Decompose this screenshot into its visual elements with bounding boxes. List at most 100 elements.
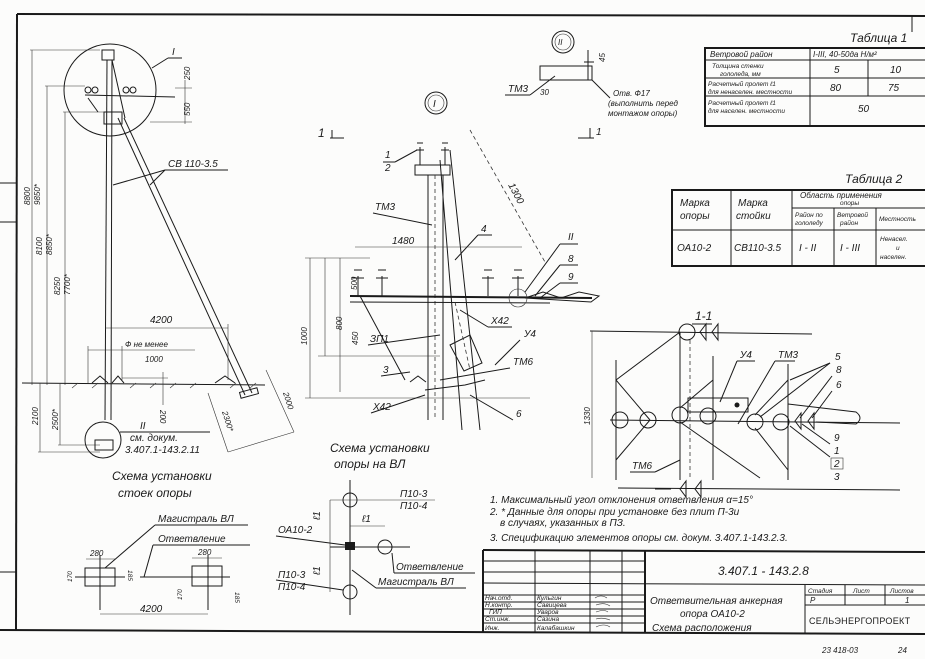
dim-500: 500 [350, 276, 359, 290]
item-3: 3 [383, 365, 389, 376]
sheet-frame [0, 13, 925, 635]
pole-elevation-view: I 250 550 СВ 110-3.5 8800 9850* 8100 885… [21, 43, 295, 500]
foundation-plan-view: Магистраль ВЛ Ответвление 280 280 170 18… [67, 514, 250, 615]
t2-area-value-3: населен. [880, 254, 907, 261]
caption-post-installation-2: стоек опоры [118, 486, 192, 500]
span-l1-top: ℓ1 [312, 511, 323, 521]
note-1: 1. Максимальный угол отклонения ответвле… [490, 495, 753, 506]
tm6: ТМ6 [513, 357, 534, 368]
scheme-main-line-label: Магистраль ВЛ [378, 577, 454, 588]
section-item-2: 2 [833, 459, 840, 470]
dim-1000: 1000 [300, 327, 309, 345]
item-2: 2 [384, 163, 391, 174]
callout-I: I [172, 47, 175, 58]
page-number: 24 [897, 646, 907, 655]
general-notes: 1. Максимальный угол отклонения ответвле… [489, 495, 788, 544]
post-label: СВ 110-3.5 [168, 159, 218, 170]
dim-2100: 2100 [31, 407, 40, 426]
dim-8100: 8100 [35, 237, 44, 255]
item-8: 8 [568, 254, 574, 265]
bottom-span-type-2: П10-4 [278, 582, 306, 593]
t1-span-inhabited-2: для населен. местности [708, 107, 785, 115]
dim-170-right: 170 [177, 589, 184, 600]
hole-note: Отв. Ф17 [613, 89, 650, 98]
x42-top: Х42 [490, 316, 509, 327]
dim-7700: 7700* [63, 273, 72, 295]
t2-ice-header-1: Район по [795, 211, 823, 219]
document-code: 3.407.1 - 143.2.8 [718, 564, 809, 578]
detail-II-view: II ТМ3 30 45 Отв. Ф17 (выполнить перед м… [505, 30, 679, 139]
t1-span-50: 50 [858, 104, 870, 115]
role-2: Н.контр. [485, 602, 513, 609]
dim-550: 550 [183, 102, 192, 116]
t1-ice-label-2: гололеда, мм [720, 70, 761, 78]
detail-I-tm3: ТМ3 [375, 202, 396, 213]
table-1-title: Таблица 1 [850, 31, 907, 45]
u4: У4 [523, 329, 536, 340]
t1-ice-label-1: Толщина стенки [712, 63, 764, 70]
t2-wind-header-2: район [839, 219, 858, 227]
dim-45: 45 [598, 53, 607, 62]
stage-value: Р [810, 596, 816, 605]
table-1: Таблица 1 Ветровой район I-III, 40-50да … [704, 31, 925, 127]
top-span-type-1: П10-3 [400, 489, 428, 500]
hole-instruction-1: (выполнить перед [608, 99, 679, 108]
role-4: Ст.инж. [485, 616, 511, 623]
detail-I-circle-label: I [433, 99, 436, 110]
hole-size-value: 1000 [145, 355, 163, 364]
dim-1330: 1330 [583, 407, 592, 425]
t1-ice-5: 5 [834, 65, 840, 76]
dim-200: 200 [158, 409, 167, 424]
section-item-1: 1 [834, 446, 840, 457]
title-line-2: опора ОА10-2 [680, 609, 745, 620]
dim-8800: 8800 [23, 187, 32, 205]
dim-2300: 2300* [220, 409, 236, 433]
section-mark-left: 1 [318, 126, 325, 140]
item-4: 4 [481, 224, 487, 235]
span-l1-branch: ℓ1 [361, 514, 371, 525]
note-2: 2. * Данные для опоры при установке без … [489, 506, 740, 518]
callout-II: II [140, 421, 146, 432]
t2-area-value-2: и [896, 245, 900, 252]
name-2: Савицева [537, 602, 567, 609]
t1-wind-value: I-III, 40-50да Н/м² [813, 50, 877, 59]
inventory-number: 23 418-03 [821, 646, 859, 655]
title-block: 3.407.1 - 143.2.8 Нач.отд. Кульгин Н.кон… [482, 549, 925, 655]
caption-line-scheme-1: Схема установки [330, 441, 430, 455]
dim-4200-plan: 4200 [140, 604, 163, 615]
t2-scope-header-2: опоры [840, 200, 859, 207]
caption-post-installation-1: Схема установки [112, 469, 212, 483]
section-item-3: 3 [834, 472, 840, 483]
section-1-1-title: 1-1 [695, 309, 712, 323]
reference-document: 3.407.1-143.2.11 [125, 445, 200, 456]
hole-size-label: Ф не менее [125, 340, 168, 349]
detail-II-circle-label: II [558, 38, 563, 47]
top-span-type-2: П10-4 [400, 501, 428, 512]
section-item-6: 6 [836, 380, 842, 391]
title-line-1: Ответвительная анкерная [650, 596, 783, 607]
dim-1480: 1480 [392, 236, 415, 247]
t1-span-75: 75 [888, 83, 900, 94]
t2-wind-value: I - III [840, 243, 860, 254]
t1-ice-10: 10 [890, 65, 902, 76]
zp1: ЗП1 [370, 334, 389, 345]
detail-II-tm3: ТМ3 [508, 84, 529, 95]
dim-170-left: 170 [67, 571, 74, 582]
t1-wind-label: Ветровой район [710, 50, 773, 59]
dim-250: 250 [183, 66, 192, 81]
section-item-5: 5 [835, 352, 841, 363]
span-l1-bottom: ℓ1 [312, 566, 323, 576]
t2-post-header-1: Марка [738, 198, 768, 209]
table-2: Таблица 2 Марка опоры Марка стойки Облас… [671, 172, 925, 267]
t2-ice-value: I - II [799, 243, 816, 254]
role-3: ГИП [489, 609, 502, 616]
t2-wind-header-1: Ветровой [837, 211, 868, 219]
sheets-value: 1 [905, 596, 909, 605]
line-installation-scheme: Схема установки опоры на ВЛ П10-3 П10-4 … [275, 441, 475, 615]
reference-label: см. докум. [130, 433, 178, 444]
bottom-span-type-1: П10-3 [278, 570, 306, 581]
dim-800: 800 [335, 316, 344, 330]
support-label: ОА10-2 [278, 525, 313, 536]
dim-280-right: 280 [197, 548, 212, 557]
t1-span-uninhabited-2: для ненаселен. местности [708, 88, 793, 96]
